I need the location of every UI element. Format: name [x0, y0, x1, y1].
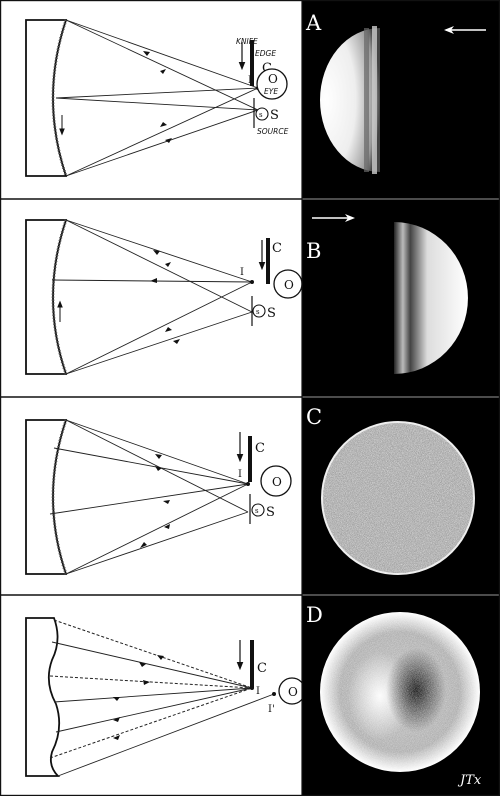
panel-b-source-glyph: s [256, 308, 260, 316]
panel-d-knife-letter: C [257, 661, 267, 676]
panel-d-ray [51, 641, 253, 689]
panel-a-ray [65, 109, 259, 177]
panel-b: C I O s S B [0, 200, 500, 396]
panel-a-ray [55, 87, 259, 99]
artist-signature: JTx [457, 773, 482, 788]
panel-d-ray [53, 687, 253, 703]
panel-c-grain [323, 423, 473, 573]
panel-d-ray-arrow [113, 717, 120, 722]
panel-a-shadow-band [372, 26, 377, 174]
panel-c-letter: C [306, 405, 322, 429]
panel-b-letter: B [306, 239, 321, 263]
panel-a-ray-arrow [165, 138, 172, 143]
panel-c-ray-arrow [140, 542, 147, 548]
panel-c-eye-letter: O [272, 475, 282, 489]
panel-a-knife-letter: C [262, 61, 272, 76]
panel-c-image-letter: I [238, 469, 242, 480]
panel-c-ray-arrow [163, 500, 170, 504]
knife-label-2: EDGE [255, 49, 276, 58]
panel-b-source-letter: S [267, 306, 276, 321]
panel-c-ray-arrow [164, 524, 170, 529]
panel-b-mirror-image [394, 222, 468, 374]
panel-d-letter: D [306, 603, 323, 627]
panel-a-source-glyph: s [259, 111, 263, 119]
panel-a-image-letter: I [248, 75, 252, 86]
panel-c-ray-arrow [155, 466, 162, 471]
panel-a-ray-arrow [160, 122, 167, 127]
panel-a: KNIFE EDGE C I O EYE s S SOURCE A [0, 0, 500, 198]
panel-a-mirror-hatch [51, 19, 68, 177]
panel-b-ray-arrow [165, 327, 172, 332]
panel-c: C I O s S C [0, 398, 500, 594]
panel-a-source-label: SOURCE [257, 127, 289, 136]
panel-b-direction-arrow [312, 214, 355, 222]
panel-d-ray-arrow [113, 735, 120, 740]
panel-d-ray [55, 687, 253, 733]
panel-a-ray [65, 19, 259, 111]
panel-c-image-point [246, 482, 250, 486]
panel-d-image-letter: I [256, 686, 260, 697]
panel-c-source-letter: S [266, 505, 275, 520]
panel-c-ray-arrow [155, 454, 162, 459]
panel-a-ray-arrow [160, 69, 166, 74]
panel-d-ray-arrow [157, 655, 164, 660]
panel-a-ray [65, 19, 259, 89]
panel-a-ray [65, 87, 259, 177]
panel-d-ray [49, 687, 253, 759]
panel-a-source-letter: S [270, 108, 279, 123]
panel-d-ray-arrow [113, 697, 120, 701]
panel-c-ray [65, 511, 249, 575]
eye-icon [260, 465, 292, 497]
panel-b-image-letter: I [240, 267, 244, 278]
panel-b-ray [65, 281, 253, 375]
panel-b-ray-arrow [165, 262, 171, 267]
panel-d-image2-letter: I' [268, 704, 275, 715]
panel-c-source-glyph: s [255, 507, 259, 515]
panel-c-ray [53, 447, 249, 485]
panel-a-ray [55, 97, 259, 111]
panel-d-image-point [250, 686, 254, 690]
panel-d-ray-arrow [139, 662, 146, 667]
panel-b-mirror-hatch [51, 219, 68, 375]
panel-b-ray [65, 311, 253, 375]
panel-b-ray-arrow [150, 278, 157, 283]
panel-b-ray-arrow [153, 250, 160, 255]
light-source-icon [252, 304, 266, 318]
panel-a-eye-letter: O [268, 72, 278, 86]
light-source-icon [251, 503, 265, 517]
panel-d-ray [49, 675, 253, 689]
panel-b-eye-letter: O [284, 278, 294, 292]
panel-b-image-point [250, 280, 254, 284]
panel-d: C I I' O D JTx [0, 596, 500, 796]
panel-d-image2-point [272, 692, 276, 696]
knife-label-1: KNIFE [236, 37, 258, 46]
panel-c-mirror-hatch [51, 419, 68, 575]
panel-a-direction-arrow [444, 26, 486, 34]
panel-b-ray [65, 219, 253, 313]
panel-d-ray [57, 693, 275, 777]
panel-b-ray-arrow [173, 339, 180, 344]
panel-a-ray-arrow [143, 51, 150, 56]
eye-icon [256, 68, 288, 100]
panel-c-ray [49, 483, 249, 515]
panel-a-eye-label: EYE [264, 87, 278, 96]
panel-c-knife-letter: C [255, 441, 265, 456]
panel-d-knife-edge [250, 640, 254, 688]
panel-d-mirror [25, 617, 61, 777]
panel-b-knife-edge [266, 238, 270, 284]
panel-d-eye-letter: O [288, 685, 298, 699]
panel-c-ray [65, 483, 249, 575]
panel-d-grain [321, 613, 479, 771]
panel-a-knife-edge [250, 40, 254, 86]
panel-a-shadow-band [364, 28, 369, 172]
panel-d-ray-arrow [143, 680, 150, 685]
panel-c-knife-edge [248, 436, 252, 482]
panel-c-ray [65, 419, 249, 485]
panel-b-knife-letter: C [272, 241, 282, 256]
light-source-icon [255, 107, 269, 121]
panel-a-letter: A [305, 11, 322, 35]
panel-c-ray [65, 419, 249, 513]
